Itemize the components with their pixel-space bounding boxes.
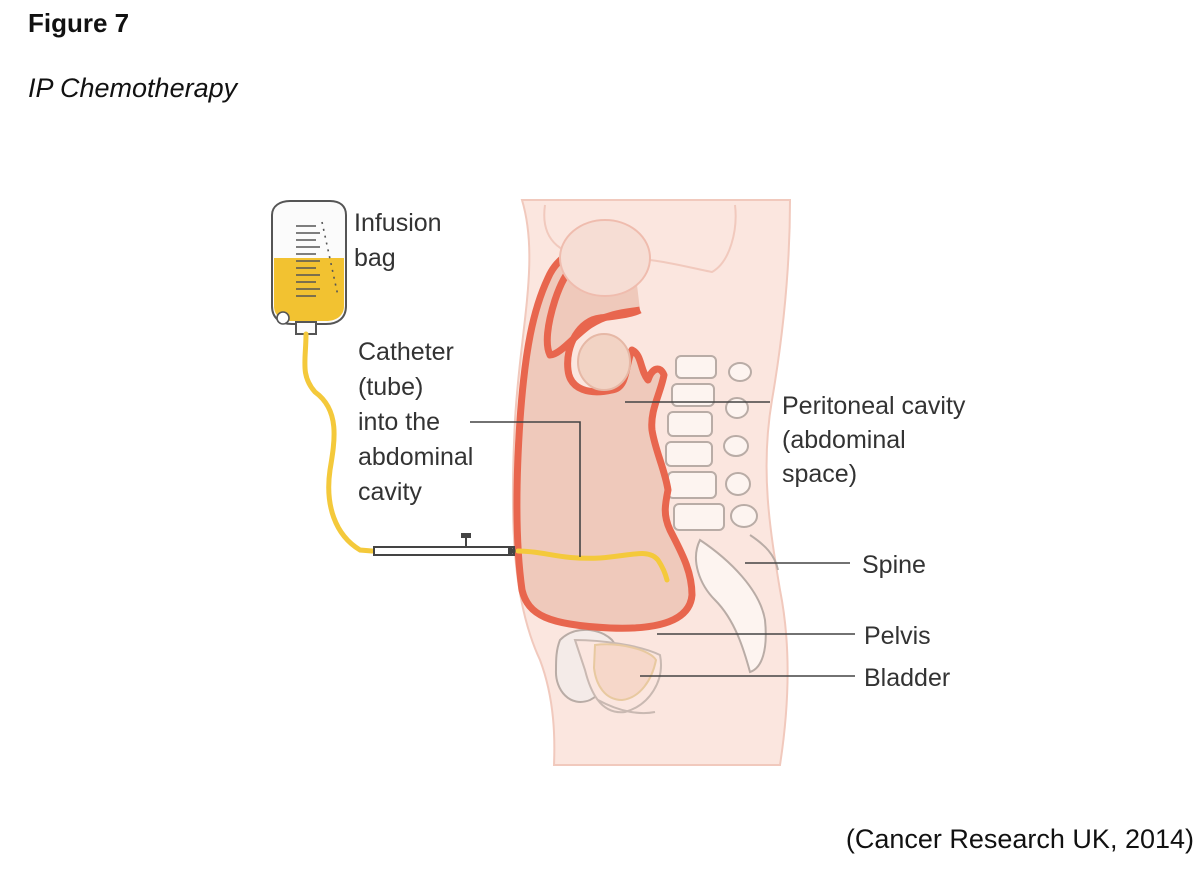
peritoneal-cavity xyxy=(513,239,696,632)
bowel-organ xyxy=(577,333,631,391)
catheter-tube xyxy=(302,331,375,554)
catheter-leader-line xyxy=(470,421,581,557)
label-spine: Spine xyxy=(862,551,926,579)
label-infusion-bag: Infusion bag xyxy=(354,209,449,272)
label-peritoneal-cavity: Peritoneal cavity (abdominal space) xyxy=(782,392,972,488)
spine-illustration xyxy=(665,355,779,674)
citation: (Cancer Research UK, 2014) xyxy=(845,824,1194,854)
chemo-fluid-in-cavity xyxy=(515,548,670,583)
liver-organ xyxy=(559,219,651,297)
pelvis-illustration xyxy=(554,628,662,715)
figure-title: Figure 7 xyxy=(28,8,130,38)
label-pelvis: Pelvis xyxy=(864,622,931,650)
figure-subtitle: IP Chemotherapy xyxy=(28,73,238,103)
diaphragm-outline xyxy=(543,204,737,274)
infusion-bag-illustration xyxy=(271,200,347,335)
label-catheter: Catheter (tube) into the abdominal cavit… xyxy=(358,338,480,506)
label-bladder: Bladder xyxy=(864,664,950,692)
catheter-port xyxy=(373,533,518,556)
bladder-shape xyxy=(592,643,658,702)
